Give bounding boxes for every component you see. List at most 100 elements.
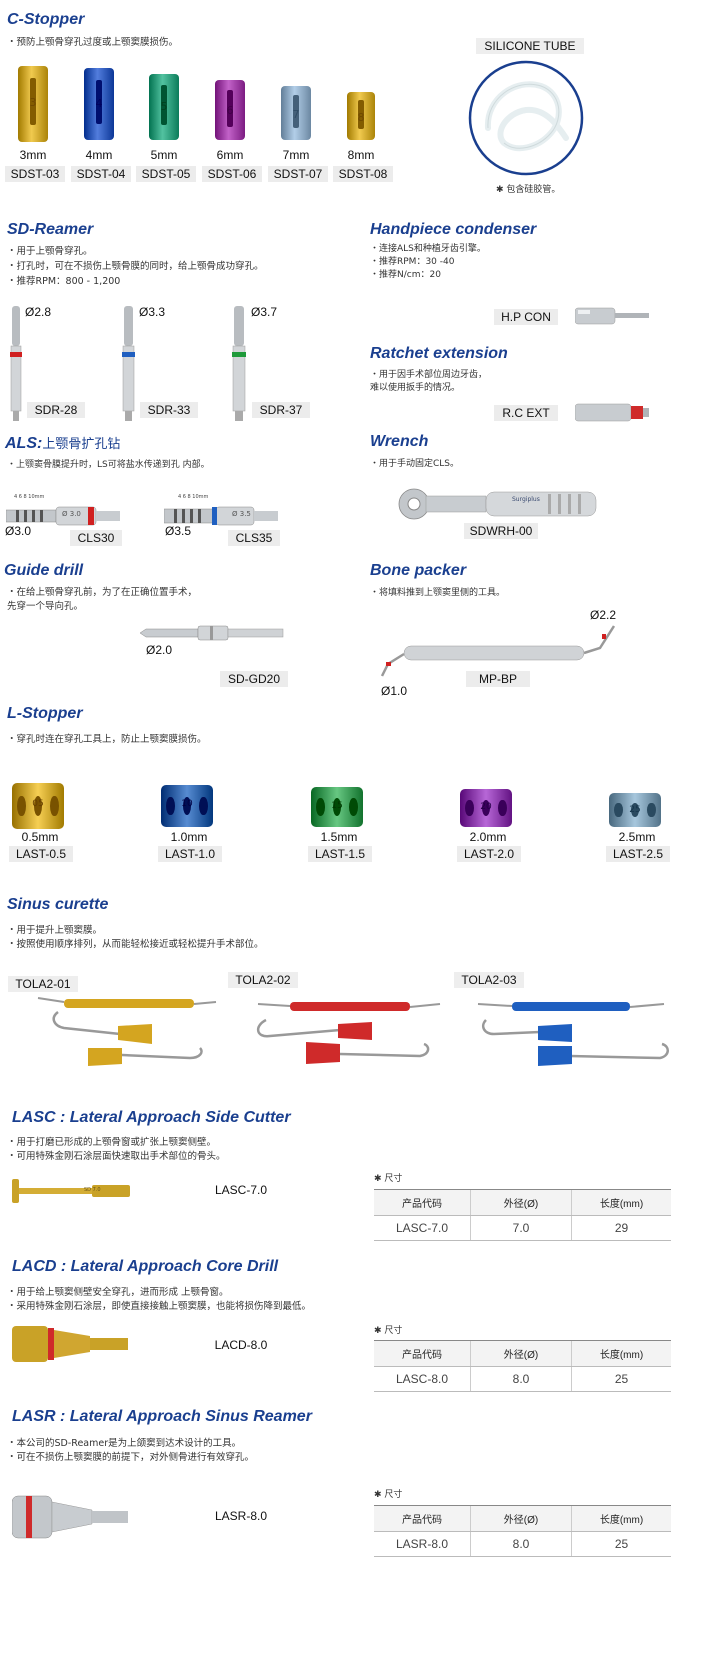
l-stopper-2.0: 20 <box>460 789 512 827</box>
lasc-size-note: ✱ 尺寸 <box>374 1174 403 1184</box>
als-diameter: Ø3.5 <box>165 524 192 538</box>
l-stopper-hole <box>465 799 474 817</box>
sd-reamer-bullet: ・推荐RPM：800 - 1,200 <box>7 276 121 287</box>
guide-drill-bullet: ・在给上颚骨穿孔前，为了在正确位置手术， <box>7 587 198 598</box>
spec-cell: 8.0 <box>470 1366 572 1392</box>
sinus-curette-bullet: ・用于提升上颚窦膜。 <box>7 925 103 936</box>
curette-tola2-03 <box>477 1002 669 1066</box>
guide-drill-title: Guide drill <box>4 562 84 579</box>
c-stopper-size: 5mm <box>150 148 178 162</box>
ratchet-title: Ratchet extension <box>370 345 508 362</box>
c-stopper-slot <box>227 89 233 127</box>
wrench-code: SDWRH-00 <box>464 523 538 539</box>
l-stopper-number: 10 <box>181 799 193 810</box>
l-stopper-number: 05 <box>32 798 44 809</box>
l-stopper-hole <box>316 798 325 816</box>
bone-packer-diameter-top: Ø2.2 <box>590 608 617 622</box>
lasc-bullet: ・可用特殊金刚石涂层面快速取出手术部位的骨头。 <box>7 1151 226 1162</box>
lacd-spec-table: 产品代码 外径(Ø) 长度(mm) LASC-8.0 8.0 25 <box>374 1340 671 1392</box>
lasc-spec-table: 产品代码 外径(Ø) 长度(mm) LASC-7.0 7.0 29 <box>374 1189 671 1241</box>
lasr-title: LASR : Lateral Approach Sinus Reamer <box>12 1408 312 1425</box>
spec-cell: LASR-8.0 <box>374 1531 471 1557</box>
sd-reamer-diameter: Ø2.8 <box>25 305 52 319</box>
spec-header: 外径(Ø) <box>470 1189 572 1216</box>
sd-reamer-code: SDR-28 <box>27 402 85 418</box>
l-stopper-hole <box>647 802 656 818</box>
spec-header: 外径(Ø) <box>470 1340 572 1367</box>
c-stopper-number: 3 <box>29 96 37 110</box>
l-stopper-hole <box>182 796 192 816</box>
wrench-bullet: ・用于手动固定CLS。 <box>370 459 460 469</box>
l-stopper-1.0: 10 <box>161 785 213 827</box>
l-stopper-code: LAST-1.0 <box>158 846 222 862</box>
l-stopper-code: LAST-2.5 <box>606 846 670 862</box>
handpiece-bullet: ・连接ALS和种植牙齿引擎。 <box>370 244 486 254</box>
ratchet-code: R.C EXT <box>494 405 558 421</box>
spec-header: 产品代码 <box>374 1189 471 1216</box>
c-stopper-code: SDST-06 <box>202 166 262 182</box>
l-stopper-number: 15 <box>331 800 343 811</box>
spec-cell: 25 <box>571 1366 671 1392</box>
l-stopper-code: LAST-0.5 <box>9 846 73 862</box>
lasr-code: LASR-8.0 <box>207 1508 275 1524</box>
spec-header: 长度(mm) <box>571 1505 671 1532</box>
handpiece-image <box>575 307 649 325</box>
spec-header: 长度(mm) <box>571 1189 671 1216</box>
spec-header: 长度(mm) <box>571 1340 671 1367</box>
handpiece-bullet: ・推荐RPM：30 -40 <box>370 257 455 267</box>
lasr-bullet: ・可在不损伤上颚窦膜的前提下，对外侧骨进行有效穿孔。 <box>7 1452 255 1463</box>
c-stopper-number: 8 <box>357 111 365 125</box>
c-stopper-number: 6 <box>226 104 234 117</box>
l-stopper-hole <box>349 798 358 816</box>
c-stopper-size: 7mm <box>282 148 310 162</box>
l-stopper-size: 2.5mm <box>618 830 656 844</box>
ratchet-bullet: ・用于因手术部位周边牙齿， <box>370 370 488 380</box>
curette-code: TOLA2-01 <box>8 976 78 992</box>
lasc-image <box>12 1179 130 1203</box>
als-code: CLS35 <box>228 530 280 546</box>
lacd-code: LACD-8.0 <box>207 1337 275 1353</box>
guide-drill-image <box>140 625 284 641</box>
sd-reamer-diameter: Ø3.7 <box>251 305 278 319</box>
spec-header: 产品代码 <box>374 1340 471 1367</box>
silicone-tube-note: ✱ 包含硅胶管。 <box>496 185 561 195</box>
c-stopper-slot <box>161 84 167 126</box>
l-stopper-1.5: 15 <box>311 787 363 827</box>
als-diameter: Ø3.0 <box>5 524 32 538</box>
c-stopper-code: SDST-07 <box>268 166 328 182</box>
sd-reamer-3.7 <box>232 306 246 421</box>
lasc-engraving: SD 7.0 <box>84 1187 101 1193</box>
lasc-code: LASC-7.0 <box>207 1182 275 1198</box>
lasr-bullet: ・本公司的SD-Reamer是为上颌窦到达术设计的工具。 <box>7 1438 242 1449</box>
c-stopper-slot <box>358 99 364 130</box>
guide-drill-diameter: Ø2.0 <box>146 643 173 657</box>
c-stopper-gallery: 3 4 5 6 7 8 <box>0 60 420 190</box>
curette-tola2-02 <box>257 1002 441 1064</box>
handpiece-code: H.P CON <box>494 309 558 325</box>
als-bullet: ・上颚窦骨膜提升时，LS可将盐水传递到孔 内部。 <box>7 460 210 470</box>
c-stopper-4mm: 4 <box>84 68 114 140</box>
curette-images <box>37 997 669 1066</box>
l-stopper-hole <box>166 796 175 816</box>
sd-reamer-bullet: ・用于上颚骨穿孔。 <box>7 246 93 257</box>
ratchet-image <box>575 403 649 422</box>
l-stopper-hole <box>481 799 491 817</box>
spec-header: 外径(Ø) <box>470 1505 572 1532</box>
l-stopper-size: 1.0mm <box>170 830 208 844</box>
l-stopper-bullet: ・穿孔时连在穿孔工具上，防止上颚窦膜损伤。 <box>7 734 207 745</box>
wrench-brand: Surgiplus <box>512 496 540 503</box>
guide-drill-code: SD-GD20 <box>220 671 288 687</box>
c-stopper-size: 8mm <box>347 148 375 162</box>
sd-reamer-3.3 <box>122 306 135 421</box>
lasr-size-note: ✱ 尺寸 <box>374 1490 403 1500</box>
l-stopper-hole <box>199 796 208 816</box>
spec-header: 产品代码 <box>374 1505 471 1532</box>
c-stopper-slot <box>30 78 36 126</box>
l-stopper-size: 2.0mm <box>469 830 507 844</box>
c-stopper-code: SDST-08 <box>333 166 393 182</box>
curette-code: TOLA2-03 <box>454 972 524 988</box>
sinus-curette-title: Sinus curette <box>7 896 109 913</box>
l-stopper-number: 25 <box>629 804 641 815</box>
c-stopper-slot <box>96 79 102 125</box>
c-stopper-slot <box>293 94 299 129</box>
